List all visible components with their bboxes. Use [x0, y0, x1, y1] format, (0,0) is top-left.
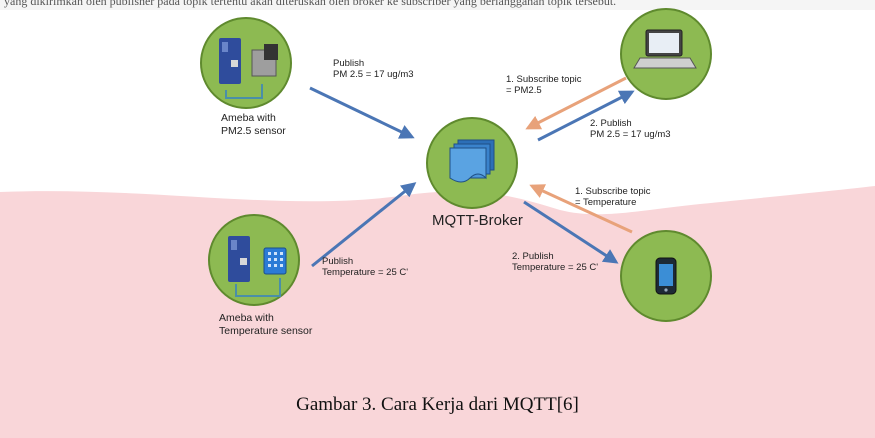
ameba-board-with-temperature-sensor-icon: [208, 214, 300, 306]
publish-temperature-label-line1: Publish: [322, 256, 354, 267]
forward-pm25-label: 2. Publish PM 2.5 = 17 ug/m3: [590, 118, 671, 140]
publisher-temperature-label: Ameba with Temperature sensor: [219, 312, 312, 338]
publisher-pm25-label-line2: PM2.5 sensor: [221, 125, 286, 137]
clipped-top-text: yang dikirimkan oleh publisher pada topi…: [0, 0, 875, 10]
figure-caption: Gambar 3. Cara Kerja dari MQTT[6]: [296, 394, 579, 415]
broker-label: MQTT-Broker: [432, 212, 523, 229]
subscribe-pm25-label-line1: 1. Subscribe topic: [506, 74, 582, 85]
publisher-pm25-label-line1: Ameba with: [221, 112, 276, 124]
arrow-forward-temperature: [523, 200, 619, 264]
publish-temperature-label: Publish Temperature = 25 C': [322, 256, 408, 278]
arrow-publish-pm25: [309, 86, 415, 139]
laptop-icon: [620, 8, 712, 100]
arrow-publish-temperature: [311, 182, 417, 268]
publish-temperature-label-line2: Temperature = 25 C': [322, 267, 409, 278]
subscribe-temperature-label: 1. Subscribe topic = Temperature: [575, 186, 651, 208]
forward-temperature-label-line1: 2. Publish: [512, 251, 554, 262]
ameba-board-with-pm25-sensor-icon: [200, 17, 292, 109]
publisher-temperature-label-line2: Temperature sensor: [219, 325, 313, 337]
subscribe-pm25-label-line2: = PM2.5: [506, 85, 542, 96]
forward-temperature-label: 2. Publish Temperature = 25 C': [512, 251, 598, 273]
publisher-temperature-label-line1: Ameba with: [219, 312, 274, 324]
broker-label-text: MQTT-Broker: [432, 212, 523, 229]
forward-pm25-label-line2: PM 2.5 = 17 ug/m3: [590, 129, 671, 140]
forward-temperature-label-line2: Temperature = 25 C': [512, 262, 599, 273]
arrow-forward-pm25: [537, 90, 635, 142]
arrow-subscribe-pm25: [525, 76, 627, 130]
smartphone-icon: [620, 230, 712, 322]
publisher-pm25-label: Ameba with PM2.5 sensor: [221, 112, 286, 138]
arrow-subscribe-temperature: [529, 184, 633, 234]
subscribe-temperature-label-line2: = Temperature: [575, 197, 637, 208]
publish-pm25-label-line1: Publish: [333, 58, 365, 69]
subscribe-temperature-label-line1: 1. Subscribe topic: [575, 186, 651, 197]
forward-pm25-label-line1: 2. Publish: [590, 118, 632, 129]
publish-pm25-label: Publish PM 2.5 = 17 ug/m3: [333, 58, 414, 80]
message-stack-icon: [426, 117, 518, 209]
subscribe-pm25-label: 1. Subscribe topic = PM2.5: [506, 74, 582, 96]
publish-pm25-label-line2: PM 2.5 = 17 ug/m3: [333, 69, 414, 80]
